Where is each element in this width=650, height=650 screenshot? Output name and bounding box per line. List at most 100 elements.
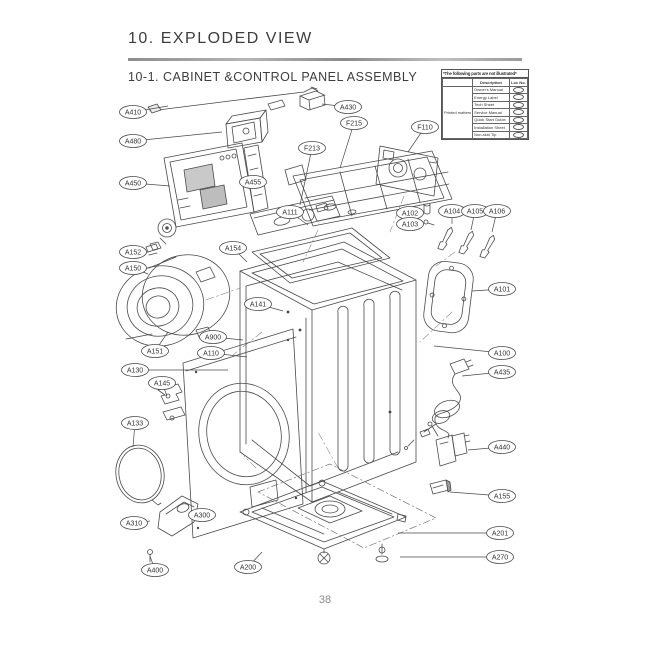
part-callout-label: A300 (194, 512, 210, 519)
sub-panel-drawing (243, 144, 269, 213)
base-assembly-drawing (239, 463, 437, 565)
part-callout-bubble-F110 (411, 120, 439, 134)
part-callout-bubble-A310 (120, 516, 148, 530)
part-callout-label: A103 (402, 221, 418, 228)
loc-no-oval (512, 101, 524, 108)
part-callout-label: A435 (494, 369, 510, 376)
part-callout-bubble-A111 (276, 205, 304, 219)
part-callout-label: A450 (125, 180, 141, 187)
top-plate-drawing (284, 150, 453, 227)
part-callout-label: A145 (154, 380, 170, 387)
loc-no-oval (512, 124, 524, 131)
part-callout-bubble-A152 (119, 245, 147, 259)
part-callout-label: A133 (127, 420, 143, 427)
part-callout-bubble-A900 (199, 330, 227, 344)
latch-drawing (429, 479, 452, 495)
table-row: Non-skid Tip (443, 130, 529, 139)
part-callout-label: A104 (444, 208, 460, 215)
part-callout-label: A101 (494, 286, 510, 293)
door-trim-parts-drawing (145, 243, 159, 256)
part-callout-bubble-A151 (141, 344, 169, 358)
part-callout-bubble-A133 (121, 416, 149, 430)
callout-leader-line (299, 147, 313, 206)
part-callout-bubble-A300 (188, 508, 216, 522)
power-cord-drawing (404, 358, 474, 450)
not-illustrated-table: *The following parts are not illustrated… (441, 69, 529, 140)
part-callout-bubble-A435 (488, 365, 516, 379)
part-callout-bubble-F213 (298, 141, 326, 155)
part-callout-label: A480 (125, 138, 141, 145)
part-callout-label: A150 (125, 265, 141, 272)
part-callout-bubble-A103 (396, 217, 424, 231)
part-callout-bubble-A155 (488, 489, 516, 503)
part-callout-label: A106 (489, 208, 505, 215)
knob-drawing (149, 218, 177, 251)
part-callout-label: A900 (205, 334, 221, 341)
top-bracket-drawing (299, 90, 326, 111)
loc-no-cell (508, 130, 529, 139)
part-callout-label: A440 (494, 444, 510, 451)
page-number: 38 (318, 594, 332, 606)
part-callout-bubble-A150 (119, 261, 147, 275)
part-callout-label: A151 (147, 348, 163, 355)
part-callout-bubble-A455 (239, 175, 267, 189)
part-callout-bubble-A100 (488, 346, 516, 360)
part-callout-bubble-A106 (483, 204, 511, 218)
part-callout-label: A410 (125, 109, 141, 116)
top-right-bracket-drawing (375, 145, 439, 197)
part-callout-label: A270 (492, 554, 508, 561)
part-callout-label: A310 (126, 520, 142, 527)
loc-no-oval (512, 94, 524, 101)
control-panel-drawing (163, 142, 255, 228)
side-label-cell: Printed matters (441, 85, 474, 139)
part-callout-label: A200 (240, 564, 256, 571)
loc-no-oval (512, 86, 524, 93)
loc-no-oval (512, 109, 524, 116)
cabinet-drawing (239, 241, 417, 503)
top-lid-drawing (251, 227, 391, 284)
cover-cap-drawing (147, 495, 199, 563)
title-rule-divider (128, 58, 522, 61)
part-callout-label: A105 (467, 208, 483, 215)
part-callout-label: A400 (147, 567, 163, 574)
small-fasteners-drawing (423, 203, 435, 226)
part-callout-bubble-A400 (141, 563, 169, 577)
part-callout-bubble-A141 (244, 297, 272, 311)
loc-no-oval (512, 131, 524, 138)
callout-leader-line (132, 131, 223, 142)
part-callout-bubble-F215 (340, 116, 368, 130)
part-callout-bubble-A480 (119, 134, 147, 148)
part-callout-bubble-A201 (486, 526, 514, 540)
part-callout-label: A102 (402, 210, 418, 217)
part-callout-label: A201 (492, 530, 508, 537)
part-callout-label: A130 (127, 367, 143, 374)
part-callout-label: A110 (203, 350, 219, 357)
part-callout-label: A430 (340, 104, 356, 111)
part-callout-label: F213 (304, 145, 320, 152)
loc-no-oval (512, 116, 524, 123)
axis-lines (205, 195, 456, 469)
part-callout-bubble-A101 (488, 282, 516, 296)
bolts-drawing (436, 225, 498, 260)
hinge-drawing (157, 383, 186, 421)
part-callout-bubble-A130 (121, 363, 149, 377)
gasket-drawing (423, 261, 474, 334)
part-callout-bubble-A410 (119, 105, 147, 119)
wire-harness-drawing (147, 86, 319, 114)
callout-leader-line (339, 122, 355, 169)
part-callout-bubble-A154 (219, 241, 247, 255)
part-callout-bubble-A270 (486, 550, 514, 564)
door-assembly-drawing (115, 254, 231, 347)
not-illustrated-table-header: *The following parts are not illustrated… (442, 70, 528, 78)
part-callout-label: A111 (282, 209, 297, 216)
part-callout-label: A455 (245, 179, 261, 186)
part-callout-bubble-A450 (119, 176, 147, 190)
door-ring-drawing (115, 444, 165, 506)
part-callout-label: A152 (125, 249, 141, 256)
part-callout-label: A154 (225, 245, 241, 252)
part-callout-label: A141 (250, 301, 266, 308)
part-callout-bubble-A110 (197, 346, 225, 360)
